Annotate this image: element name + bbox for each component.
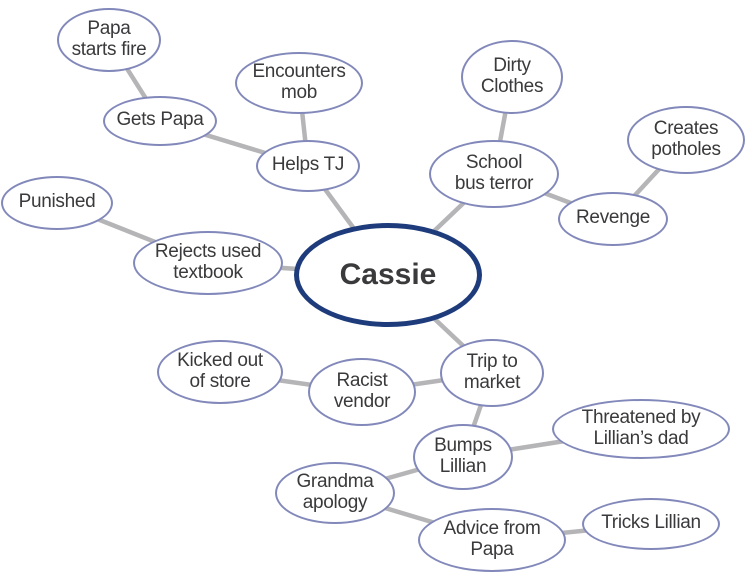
node-rejects-used-textbook: Rejects used textbook <box>133 231 283 295</box>
node-label-advice-from-papa: Advice from Papa <box>443 517 541 560</box>
node-racist-vendor: Racist vendor <box>308 358 416 426</box>
node-label-encounters-mob: Encounters mob <box>252 60 346 103</box>
node-label-tricks-lillian: Tricks Lillian <box>601 512 701 534</box>
node-advice-from-papa: Advice from Papa <box>418 508 566 572</box>
node-label-grandma-apology: Grandma apology <box>296 470 374 513</box>
node-creates-potholes: Creates potholes <box>627 106 745 174</box>
node-helps-tj: Helps TJ <box>256 140 360 192</box>
node-label-papa-starts-fire: Papa starts fire <box>71 17 147 60</box>
node-label-punished: Punished <box>18 191 96 213</box>
node-label-dirty-clothes: Dirty Clothes <box>480 54 544 97</box>
node-label-gets-papa: Gets Papa <box>116 109 204 131</box>
node-cassie: Cassie <box>294 223 482 327</box>
node-threatened-by-lillians-dad: Threatened by Lillian’s dad <box>552 399 730 459</box>
node-label-kicked-out-of-store: Kicked out of store <box>177 349 263 392</box>
node-label-revenge: Revenge <box>576 207 650 229</box>
node-label-creates-potholes: Creates potholes <box>651 117 721 160</box>
node-grandma-apology: Grandma apology <box>275 462 395 524</box>
node-gets-papa: Gets Papa <box>103 96 217 146</box>
node-label-school-bus-terror: School bus terror <box>454 151 534 194</box>
node-bumps-lillian: Bumps Lillian <box>413 424 513 490</box>
node-encounters-mob: Encounters mob <box>235 52 363 114</box>
node-label-cassie: Cassie <box>339 258 437 291</box>
node-kicked-out-of-store: Kicked out of store <box>157 340 283 404</box>
node-dirty-clothes: Dirty Clothes <box>461 40 563 114</box>
node-tricks-lillian: Tricks Lillian <box>582 498 720 550</box>
node-label-threatened-by-lillians-dad: Threatened by Lillian’s dad <box>581 406 701 449</box>
node-school-bus-terror: School bus terror <box>429 140 559 208</box>
node-label-trip-to-market: Trip to market <box>463 350 521 393</box>
node-punished: Punished <box>1 176 113 230</box>
node-label-racist-vendor: Racist vendor <box>333 369 391 412</box>
node-label-rejects-used-textbook: Rejects used textbook <box>154 240 262 283</box>
node-papa-starts-fire: Papa starts fire <box>57 8 161 72</box>
node-label-bumps-lillian: Bumps Lillian <box>434 434 492 477</box>
node-trip-to-market: Trip to market <box>440 339 544 407</box>
node-label-helps-tj: Helps TJ <box>271 154 345 176</box>
node-revenge: Revenge <box>558 192 668 246</box>
